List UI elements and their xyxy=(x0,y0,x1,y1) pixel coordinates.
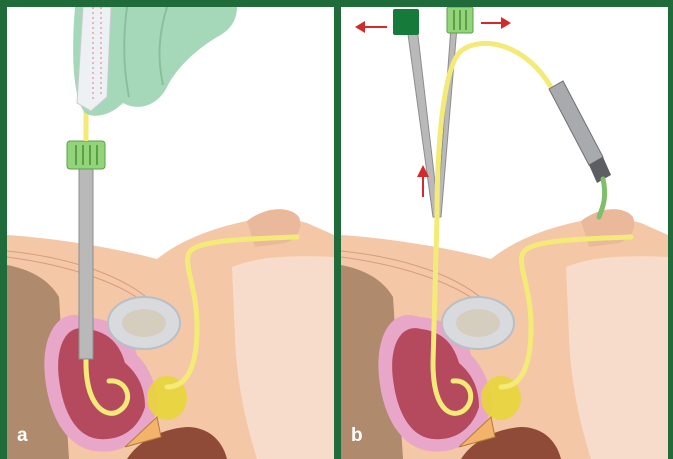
panel-a: a xyxy=(7,7,334,459)
connector-body xyxy=(549,81,603,165)
sheath-hub xyxy=(67,141,105,169)
guidewire-upper xyxy=(437,43,551,217)
arrow-icon-right xyxy=(481,17,511,29)
arrow-icon-left xyxy=(355,21,387,33)
left-hub xyxy=(393,9,419,35)
wrapped-catheter xyxy=(77,7,111,111)
panel-a-illustration xyxy=(7,7,334,459)
organ-grey-inner xyxy=(456,309,500,337)
panel-b-label: b xyxy=(351,425,363,447)
panel-b-illustration xyxy=(341,7,668,459)
organ-grey-inner xyxy=(122,309,166,337)
panel-a-label: a xyxy=(17,425,28,447)
sheath xyxy=(79,169,93,359)
panel-b: b xyxy=(341,7,668,459)
